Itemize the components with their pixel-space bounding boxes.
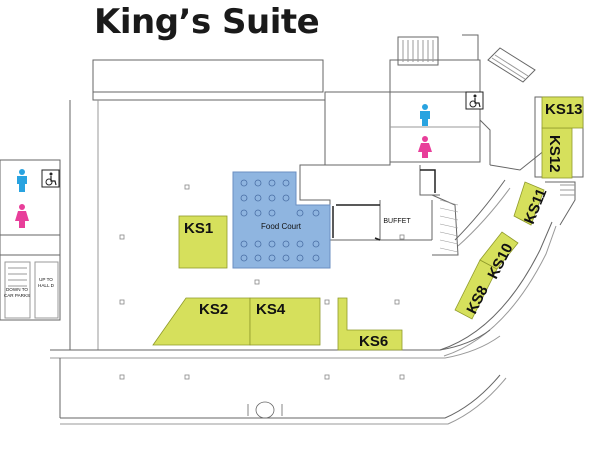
wall-accents bbox=[332, 169, 436, 241]
stand-ks12[interactable]: KS12 bbox=[541, 127, 573, 179]
walls bbox=[0, 34, 584, 425]
svg-text:UP TO: UP TO bbox=[39, 277, 53, 282]
stand-ks11[interactable]: KS11 bbox=[513, 181, 550, 226]
concourse-feature bbox=[247, 401, 283, 419]
stand-ks1[interactable]: KS1 bbox=[178, 215, 228, 269]
woman-icon bbox=[418, 136, 432, 158]
svg-text:HALL D: HALL D bbox=[38, 283, 55, 288]
buffet-label: BUFFET bbox=[383, 218, 411, 225]
stair-down-label: DOWN TO CAR PARKS bbox=[4, 287, 30, 298]
stand-ks13[interactable]: KS13 bbox=[541, 96, 584, 129]
stand-ks10[interactable]: KS10 bbox=[479, 231, 519, 282]
food-court[interactable]: Food Court bbox=[232, 171, 331, 269]
wheelchair-icon bbox=[41, 169, 60, 188]
stand-ks2-label: KS2 bbox=[199, 301, 228, 318]
stand-ks6[interactable]: KS6 bbox=[337, 297, 403, 351]
page-title: King’s Suite bbox=[94, 2, 320, 42]
man-icon bbox=[420, 104, 430, 126]
stand-ks4[interactable]: KS4 bbox=[249, 297, 321, 346]
buffet-wall bbox=[439, 199, 459, 253]
stand-ks2[interactable]: KS2 bbox=[152, 297, 251, 346]
woman-icon bbox=[15, 204, 29, 228]
svg-text:CAR PARKS: CAR PARKS bbox=[4, 293, 30, 298]
wheelchair-icon bbox=[465, 91, 484, 110]
columns bbox=[119, 184, 405, 380]
stand-ks4-label: KS4 bbox=[256, 301, 286, 318]
stand-ks13-label: KS13 bbox=[545, 101, 583, 118]
stand-ks6-label: KS6 bbox=[359, 333, 388, 350]
food-court-tables bbox=[240, 179, 320, 262]
stand-ks1-label: KS1 bbox=[184, 220, 213, 237]
stair-up-label: UP TO HALL D bbox=[38, 277, 55, 288]
food-court-label: Food Court bbox=[261, 222, 302, 231]
stand-ks12-label: KS12 bbox=[546, 135, 563, 173]
svg-text:DOWN TO: DOWN TO bbox=[6, 287, 28, 292]
man-icon bbox=[17, 169, 27, 192]
